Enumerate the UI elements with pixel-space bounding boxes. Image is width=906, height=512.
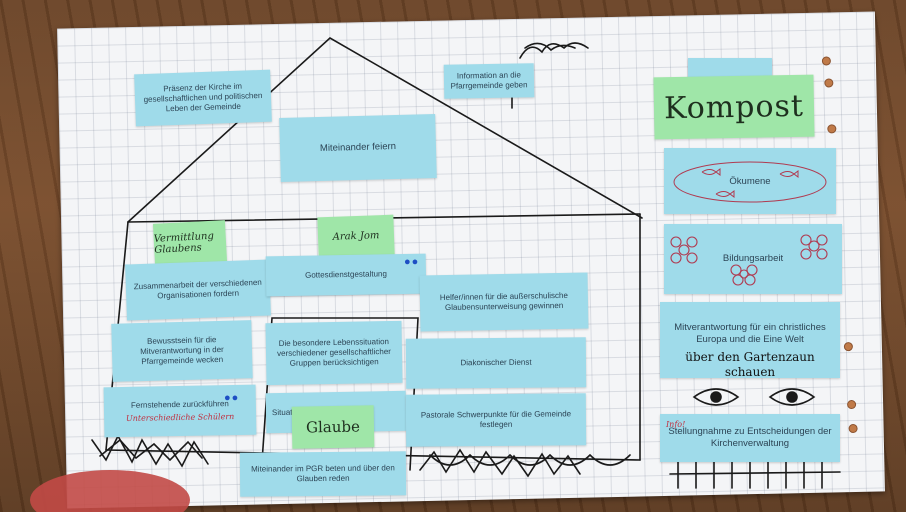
card-diakonisch-text: Diakonischer Dienst (460, 357, 532, 368)
card-besondere-text: Die besondere Lebenssituation verschiede… (276, 337, 391, 368)
card-mitverantwortung-text: Mitverantwortung für ein christliches Eu… (674, 322, 826, 345)
punch-hole (843, 342, 853, 352)
blue-dots-marker: ●● (224, 392, 240, 404)
punch-hole (847, 399, 857, 410)
card-gartenzaun-text: über den Gartenzaun schauen (685, 349, 815, 379)
card-zusammenarbeit: Zusammenarbeit der verschiedenen Organis… (125, 259, 271, 321)
card-oekumene: Ökumene (664, 148, 836, 214)
card-pastorale: Pastorale Schwerpunkte für die Gemeinde … (405, 393, 587, 447)
card-pgr-text: Miteinander im PGR beten und über den Gl… (251, 463, 395, 484)
punch-hole (824, 78, 834, 88)
note-arak: Arak Jom (317, 214, 395, 258)
card-besondere: Die besondere Lebenssituation verschiede… (265, 320, 403, 386)
fish-icon (673, 161, 827, 203)
note-kompost-text: Kompost (663, 88, 805, 126)
card-praesenz-text: Präsenz der Kirche im gesellschaftlichen… (143, 81, 263, 114)
card-information-text: Information an die Pfarrgemeinde geben (450, 70, 528, 91)
card-helfer: Helfer/innen für die außerschulische Gla… (419, 272, 589, 332)
card-oekumene-text: Ökumene (729, 176, 771, 187)
note-kompost: Kompost (653, 74, 815, 140)
punch-hole (827, 124, 837, 134)
card-pgr: Miteinander im PGR beten und über den Gl… (239, 451, 407, 497)
card-blank-tab (688, 58, 772, 80)
note-vermittlung: Vermittlung Glaubens (152, 220, 228, 266)
card-fernstehende-text: Fernstehende zurückführen (130, 398, 229, 410)
card-stellungnahme-text: Stellungnahme zu Entscheidungen der Kirc… (668, 426, 832, 449)
flower-icon (670, 234, 828, 286)
card-praesenz: Präsenz der Kirche im gesellschaftlichen… (134, 69, 272, 127)
card-miteinander-feiern-text: Miteinander feiern (319, 141, 397, 155)
card-diakonisch: Diakonischer Dienst (405, 337, 587, 389)
card-stellungnahme: Info! Stellungnahme zu Entscheidungen de… (660, 414, 840, 462)
card-gottesdienst: Gottesdienstgestaltung (265, 253, 427, 297)
card-bildungsarbeit-text: Bildungsarbeit (722, 253, 784, 265)
note-glaube: Glaube (291, 405, 375, 449)
note-glaube-text: Glaube (305, 417, 361, 437)
note-vermittlung-text: Vermittlung Glaubens (153, 230, 215, 256)
punch-hole (821, 56, 832, 66)
card-helfer-text: Helfer/innen für die außerschulische Gla… (439, 290, 569, 313)
card-bildungsarbeit: Bildungsarbeit (664, 224, 842, 294)
eye-icon (692, 388, 816, 406)
card-pastorale-text: Pastorale Schwerpunkte für die Gemeinde … (420, 409, 572, 430)
card-bewusstsein: Bewusstsein für die Mitverantwortung in … (111, 320, 253, 382)
card-gottesdienst-text: Gottesdienstgestaltung (304, 269, 387, 280)
card-mitverantwortung: Mitverantwortung für ein christliches Eu… (660, 302, 840, 379)
red-fabric (30, 470, 190, 512)
card-zusammenarbeit-text: Zusammenarbeit der verschiedenen Organis… (133, 277, 262, 301)
card-bewusstsein-text: Bewusstsein für die Mitverantwortung in … (140, 335, 224, 367)
note-arak-text: Arak Jom (332, 229, 380, 243)
card-info-note: Info! (666, 420, 686, 429)
punch-hole (848, 423, 858, 434)
card-fernstehende-note: Unterschiedliche Schülern (125, 411, 235, 423)
card-miteinander-feiern: Miteinander feiern (279, 113, 437, 183)
card-information: Information an die Pfarrgemeinde geben (443, 63, 535, 99)
blue-dots-marker: ●● (404, 256, 420, 268)
